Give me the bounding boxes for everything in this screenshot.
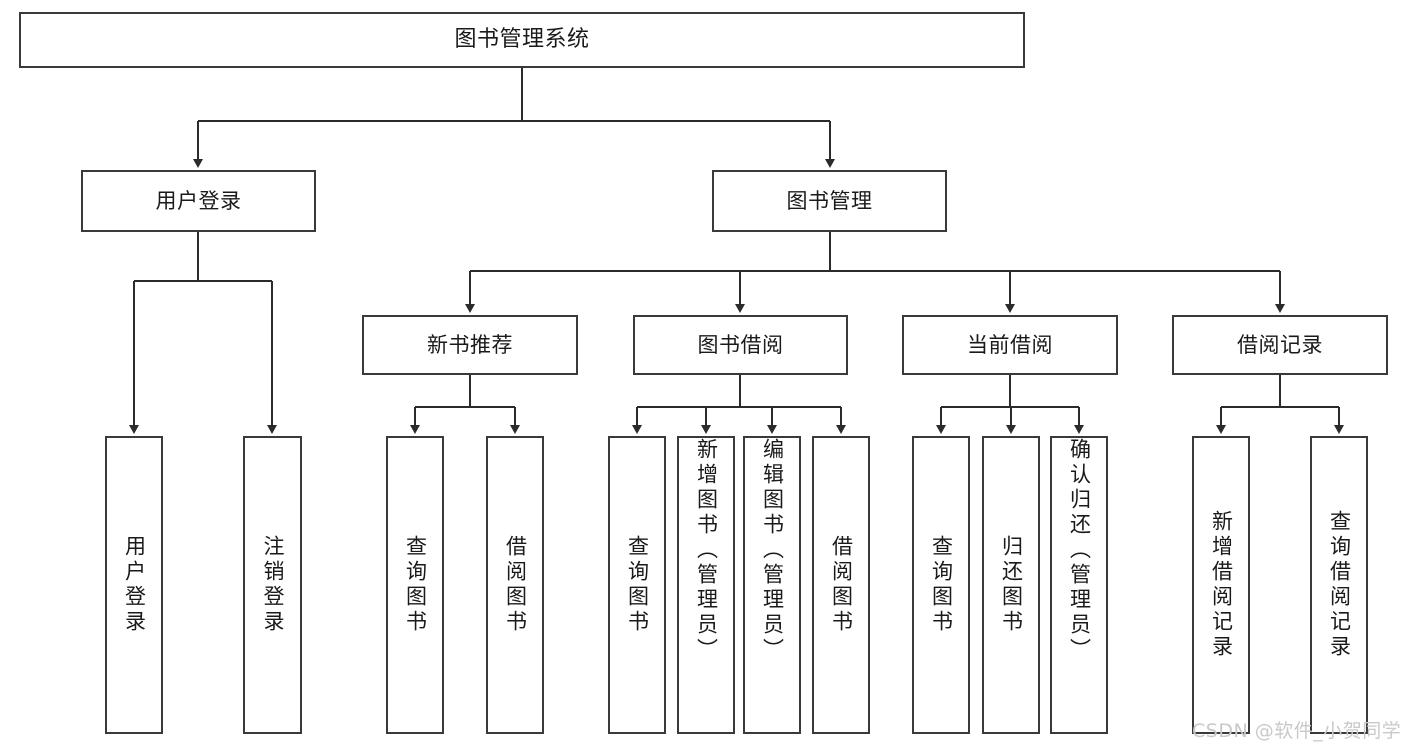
node-leaf-confirm-return-label: 确认归还（管理员） [1067,438,1092,663]
node-leaf-add-record[interactable]: 新增借阅记录 [1192,436,1250,734]
node-root[interactable]: 图书管理系统 [19,12,1025,68]
node-leaf-return-book[interactable]: 归还图书 [982,436,1040,734]
node-leaf-query-book-2-label: 查询图书 [625,535,650,635]
node-leaf-query-record[interactable]: 查询借阅记录 [1310,436,1368,734]
node-user-login-label: 用户登录 [155,188,242,213]
node-leaf-logout-login-label: 注销登录 [261,535,285,635]
node-leaf-query-book-1[interactable]: 查询图书 [386,436,444,734]
node-leaf-user-login[interactable]: 用户登录 [105,436,163,734]
node-current-borrow-label: 当前借阅 [967,332,1053,357]
node-leaf-borrow-book-2[interactable]: 借阅图书 [812,436,870,734]
node-leaf-add-record-label: 新增借阅记录 [1209,510,1234,660]
node-leaf-return-book-label: 归还图书 [999,535,1024,635]
node-leaf-query-book-2[interactable]: 查询图书 [608,436,666,734]
node-book-manage[interactable]: 图书管理 [712,170,947,232]
node-leaf-query-record-label: 查询借阅记录 [1327,510,1352,660]
node-leaf-borrow-book-1-label: 借阅图书 [503,535,528,635]
node-leaf-edit-book[interactable]: 编辑图书（管理员） [743,436,801,734]
node-borrow-record[interactable]: 借阅记录 [1172,315,1388,375]
node-leaf-borrow-book-1[interactable]: 借阅图书 [486,436,544,734]
node-new-book-recommend[interactable]: 新书推荐 [362,315,578,375]
node-leaf-confirm-return[interactable]: 确认归还（管理员） [1050,436,1108,734]
node-user-login[interactable]: 用户登录 [81,170,316,232]
node-leaf-add-book-label: 新增图书（管理员） [694,438,719,663]
node-leaf-query-book-1-label: 查询图书 [403,535,428,635]
node-leaf-borrow-book-2-label: 借阅图书 [829,535,854,635]
node-current-borrow[interactable]: 当前借阅 [902,315,1118,375]
node-leaf-user-login-label: 用户登录 [122,535,147,635]
node-book-borrow[interactable]: 图书借阅 [633,315,848,375]
node-leaf-logout-login[interactable]: 注销登录 [243,436,302,734]
node-book-borrow-label: 图书借阅 [697,332,784,357]
csdn-watermark: CSDN @软件_小贺同学 [1192,720,1402,742]
node-book-manage-label: 图书管理 [786,188,873,213]
node-root-label: 图书管理系统 [454,27,590,53]
node-borrow-record-label: 借阅记录 [1237,332,1323,357]
node-leaf-query-book-3-label: 查询图书 [929,535,954,635]
node-leaf-add-book[interactable]: 新增图书（管理员） [677,436,735,734]
node-leaf-edit-book-label: 编辑图书（管理员） [760,438,785,663]
node-leaf-query-book-3[interactable]: 查询图书 [912,436,970,734]
node-new-book-recommend-label: 新书推荐 [427,332,513,357]
